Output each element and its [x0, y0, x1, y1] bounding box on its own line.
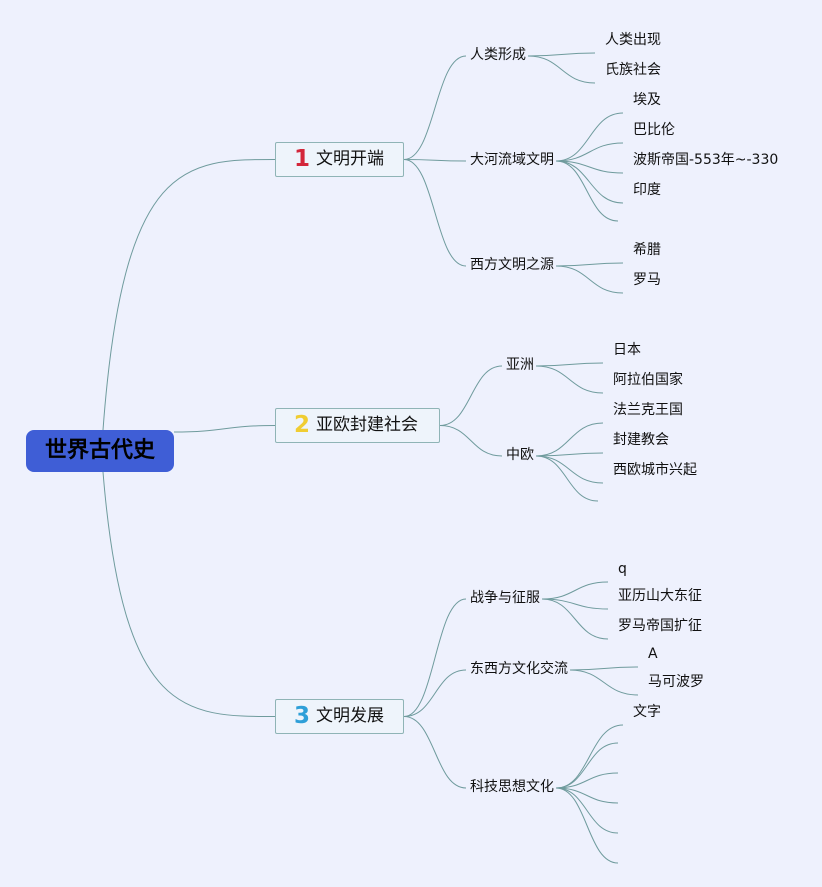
branch-subtopic-line	[403, 716, 467, 789]
subtopic[interactable]: 大河流域文明	[470, 152, 554, 168]
subtopic-leaf-line	[535, 455, 599, 502]
subtopic-leaf-line	[569, 669, 639, 696]
subtopic[interactable]: 亚洲	[506, 357, 534, 373]
topic-label: 亚欧封建社会	[316, 415, 419, 435]
subtopic-leaf-line	[535, 365, 604, 394]
subtopic-leaf-line	[527, 52, 596, 57]
leaf-topic[interactable]: 阿拉伯国家	[613, 372, 683, 388]
subtopic-leaf-line	[555, 160, 624, 174]
subtopic-leaf-line	[555, 160, 624, 204]
subtopic-leaf-line	[569, 666, 639, 671]
subtopic-leaf-line	[555, 142, 624, 162]
subtopic-leaf-line	[555, 265, 624, 294]
topic-label: 文明开端	[316, 149, 385, 169]
leaf-topic[interactable]: 封建教会	[613, 432, 669, 448]
leaf-topic[interactable]: 印度	[633, 182, 661, 198]
leaf-topic[interactable]: 氏族社会	[605, 62, 661, 78]
subtopic-leaf-line	[541, 598, 609, 640]
leaf-topic[interactable]: 日本	[613, 342, 641, 358]
subtopic-leaf-line	[535, 422, 604, 457]
subtopic[interactable]: 中欧	[506, 447, 534, 463]
branch-subtopic-line	[439, 425, 503, 457]
subtopic-leaf-line	[535, 455, 604, 484]
topic-number: 2	[294, 412, 311, 438]
leaf-topic[interactable]: 亚历山大东征	[618, 588, 702, 604]
subtopic-leaf-line	[541, 598, 609, 610]
leaf-topic[interactable]: q	[618, 561, 627, 577]
leaf-topic[interactable]: 巴比伦	[633, 122, 675, 138]
leaf-topic[interactable]: 希腊	[633, 242, 661, 258]
subtopic[interactable]: 西方文明之源	[470, 257, 554, 273]
leaf-topic[interactable]: 埃及	[633, 92, 661, 108]
root-branch-line	[102, 159, 276, 431]
subtopic[interactable]: 科技思想文化	[470, 779, 554, 795]
topic-label: 文明发展	[316, 706, 385, 726]
subtopic-leaf-line	[555, 160, 619, 222]
subtopic-leaf-line	[541, 581, 609, 600]
subtopic-leaf-line	[555, 787, 619, 804]
subtopic-leaf-line	[555, 787, 619, 834]
subtopic-leaf-line	[527, 55, 596, 84]
leaf-topic[interactable]: A	[648, 646, 658, 662]
leaf-topic[interactable]: 罗马帝国扩征	[618, 618, 702, 634]
branch-subtopic-line	[403, 55, 467, 160]
leaf-topic[interactable]: 西欧城市兴起	[613, 462, 697, 478]
subtopic-leaf-line	[555, 772, 619, 789]
leaf-topic[interactable]: 文字	[633, 704, 661, 720]
root-node[interactable]: 世界古代史	[26, 430, 174, 472]
branch-subtopic-line	[439, 365, 503, 426]
subtopic-leaf-line	[555, 112, 624, 162]
branch-subtopic-line	[403, 598, 467, 717]
root-label: 世界古代史	[44, 438, 155, 463]
topic-number: 1	[294, 146, 311, 172]
subtopic-leaf-line	[535, 452, 604, 457]
leaf-topic[interactable]: 波斯帝国-553年~-330	[633, 152, 779, 168]
subtopic-leaf-line	[555, 724, 624, 789]
subtopic-leaf-line	[535, 362, 604, 367]
subtopic[interactable]: 战争与征服	[470, 590, 540, 606]
leaf-topic[interactable]: 马可波罗	[648, 674, 704, 690]
root-branch-line	[102, 471, 276, 717]
leaf-topic[interactable]: 罗马	[633, 272, 661, 288]
root-branch-line	[173, 425, 276, 433]
branch-subtopic-line	[403, 669, 467, 717]
leaf-topic[interactable]: 法兰克王国	[613, 402, 683, 418]
subtopic-leaf-line	[555, 787, 619, 864]
subtopic[interactable]: 东西方文化交流	[470, 661, 568, 677]
branch-subtopic-line	[403, 159, 467, 267]
leaf-topic[interactable]: 人类出现	[605, 32, 661, 48]
topic-number: 3	[294, 703, 311, 729]
subtopic-leaf-line	[555, 742, 619, 789]
subtopic[interactable]: 人类形成	[470, 47, 526, 63]
subtopic-leaf-line	[555, 262, 624, 267]
branch-subtopic-line	[403, 159, 467, 162]
